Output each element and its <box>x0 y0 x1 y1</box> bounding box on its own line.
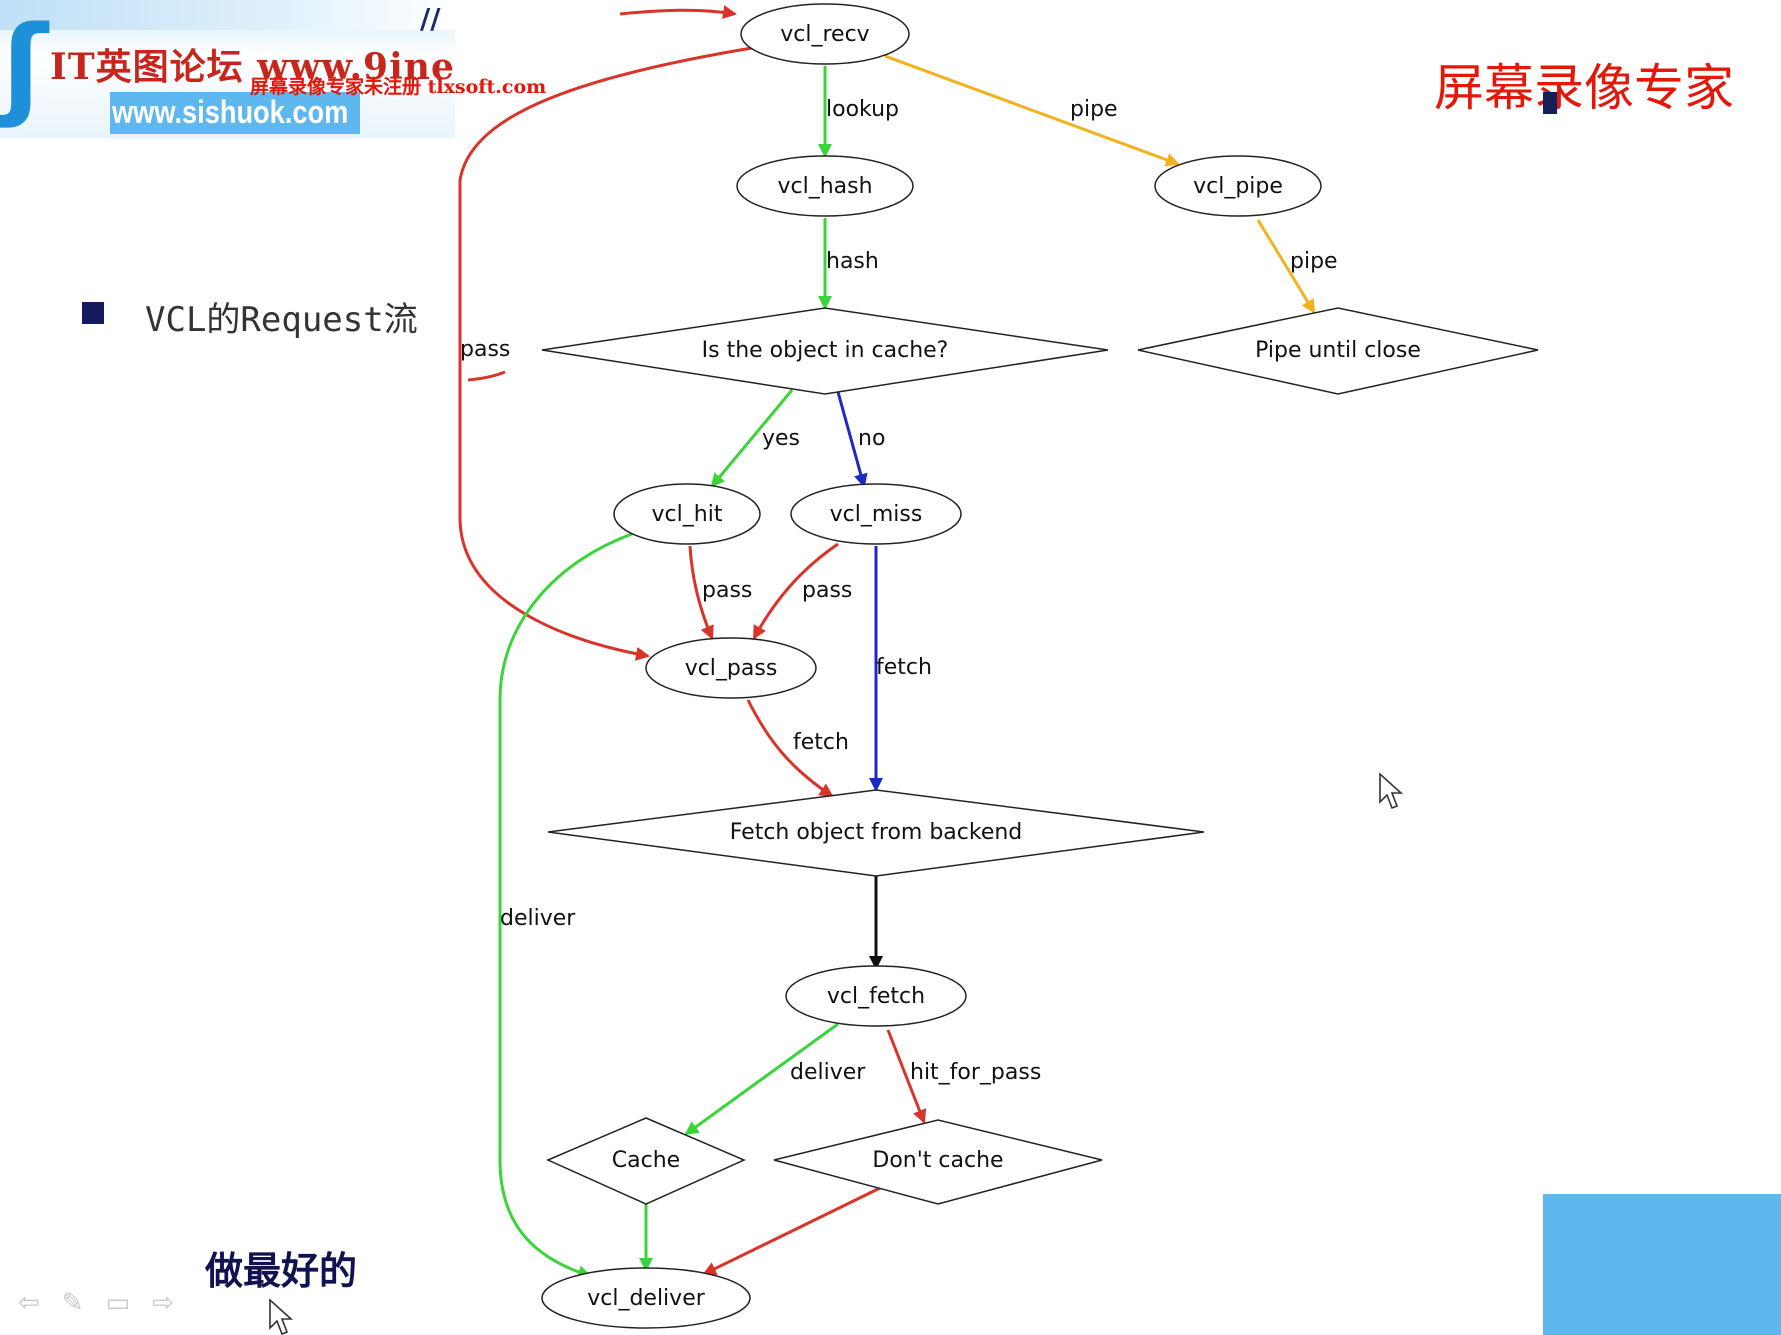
node-pipe-until-close-label: Pipe until close <box>1255 338 1421 363</box>
logo-deco-icon: // <box>420 2 441 35</box>
node-vcl-pipe-label: vcl_pipe <box>1193 174 1283 199</box>
edge-deliver-hit <box>498 532 633 1280</box>
annotation-arrow <box>619 5 737 19</box>
site-logo-banner: ʃ // IT英图论坛 www.9inet.cn www.sishuok.com <box>0 0 455 138</box>
edge-label-hit-for-pass: hit_for_pass <box>910 1060 1041 1085</box>
edge-pass-recv <box>458 46 753 661</box>
edge-label-fetch-pass: fetch <box>793 730 849 755</box>
logo-title: IT英图论坛 www.9inet.cn <box>50 46 455 88</box>
annotation-underline-pass <box>467 370 506 382</box>
corner-decoration <box>1543 1194 1781 1335</box>
node-pipe-until-close: Pipe until close <box>1137 307 1539 395</box>
arrow-left-icon[interactable]: ⇦ <box>18 1288 40 1318</box>
footer-slogan: 做最好的 <box>205 1248 358 1293</box>
edge-dontcache-deliver <box>702 1186 881 1276</box>
edge-label-pipe-1: pipe <box>1070 97 1118 122</box>
logo-url: www.sishuok.com <box>112 94 349 130</box>
node-vcl-fetch: vcl_fetch <box>785 965 967 1027</box>
node-vcl-recv-label: vcl_recv <box>780 22 869 47</box>
node-vcl-hash: vcl_hash <box>736 155 914 217</box>
node-cache-label: Cache <box>612 1148 680 1173</box>
bullet-icon <box>82 302 104 324</box>
node-dont-cache: Don't cache <box>773 1119 1103 1205</box>
edge-label-hash: hash <box>826 249 879 274</box>
node-vcl-recv: vcl_recv <box>740 3 910 65</box>
node-vcl-pass: vcl_pass <box>645 637 817 699</box>
edge-label-pass-hit: pass <box>702 578 752 603</box>
slide-heading: VCL的Request流 <box>145 300 418 340</box>
edge-label-no: no <box>858 426 885 451</box>
node-in-cache-label: Is the object in cache? <box>702 338 949 363</box>
arrow-right-icon[interactable]: ⇨ <box>152 1288 174 1318</box>
edge-label-yes: yes <box>762 426 800 451</box>
edge-deliver-fetch <box>684 1022 839 1136</box>
edge-pipe-2 <box>1256 219 1316 314</box>
menu-icon[interactable]: ▭ <box>105 1288 131 1318</box>
node-vcl-miss: vcl_miss <box>790 483 962 545</box>
mouse-cursor-icon <box>269 1298 294 1335</box>
edge-label-pass-recv: pass <box>460 337 510 362</box>
logo-swoosh-icon: ʃ <box>2 2 48 130</box>
node-dont-cache-label: Don't cache <box>872 1148 1003 1173</box>
slide-navigation: ⇦ ✎ ▭ ⇨ <box>18 1288 248 1318</box>
node-vcl-deliver-label: vcl_deliver <box>587 1286 706 1311</box>
node-vcl-fetch-label: vcl_fetch <box>827 984 925 1009</box>
edge-label-lookup: lookup <box>826 97 899 122</box>
node-fetch-backend-label: Fetch object from backend <box>730 820 1023 845</box>
edge-no <box>836 391 868 488</box>
node-cache: Cache <box>546 1117 746 1205</box>
edge-label-pass-miss: pass <box>802 578 852 603</box>
edge-yes <box>710 389 794 488</box>
edge-label-deliver-hit: deliver <box>500 906 576 931</box>
node-vcl-deliver: vcl_deliver <box>541 1267 751 1329</box>
edge-pass-hit <box>688 545 714 640</box>
edge-hit-for-pass <box>886 1029 927 1124</box>
pen-icon[interactable]: ✎ <box>61 1288 84 1318</box>
edge-label-fetch-miss: fetch <box>876 655 932 680</box>
mouse-cursor-icon <box>1379 772 1404 810</box>
edge-label-deliver-fetch: deliver <box>790 1060 866 1085</box>
node-vcl-pass-label: vcl_pass <box>685 656 778 681</box>
node-vcl-pipe: vcl_pipe <box>1154 155 1322 217</box>
logo-top-strip <box>0 0 455 30</box>
edge-pass-miss <box>752 542 839 640</box>
watermark-mark <box>1543 92 1557 114</box>
node-fetch-backend: Fetch object from backend <box>547 789 1205 877</box>
node-in-cache: Is the object in cache? <box>541 307 1109 395</box>
watermark-unregistered: 屏幕录像专家未注册 tlxsoft.com <box>250 76 547 98</box>
watermark-brand: 屏幕录像专家 <box>1434 59 1734 117</box>
node-vcl-hash-label: vcl_hash <box>777 174 872 199</box>
node-vcl-miss-label: vcl_miss <box>830 502 923 527</box>
node-vcl-hit: vcl_hit <box>613 483 761 545</box>
edge-label-pipe-2: pipe <box>1290 249 1338 274</box>
edge-pipe-1 <box>884 54 1180 167</box>
logo-url-bar <box>110 92 360 134</box>
node-vcl-hit-label: vcl_hit <box>652 502 723 527</box>
edge-fetch-pass <box>746 699 834 798</box>
